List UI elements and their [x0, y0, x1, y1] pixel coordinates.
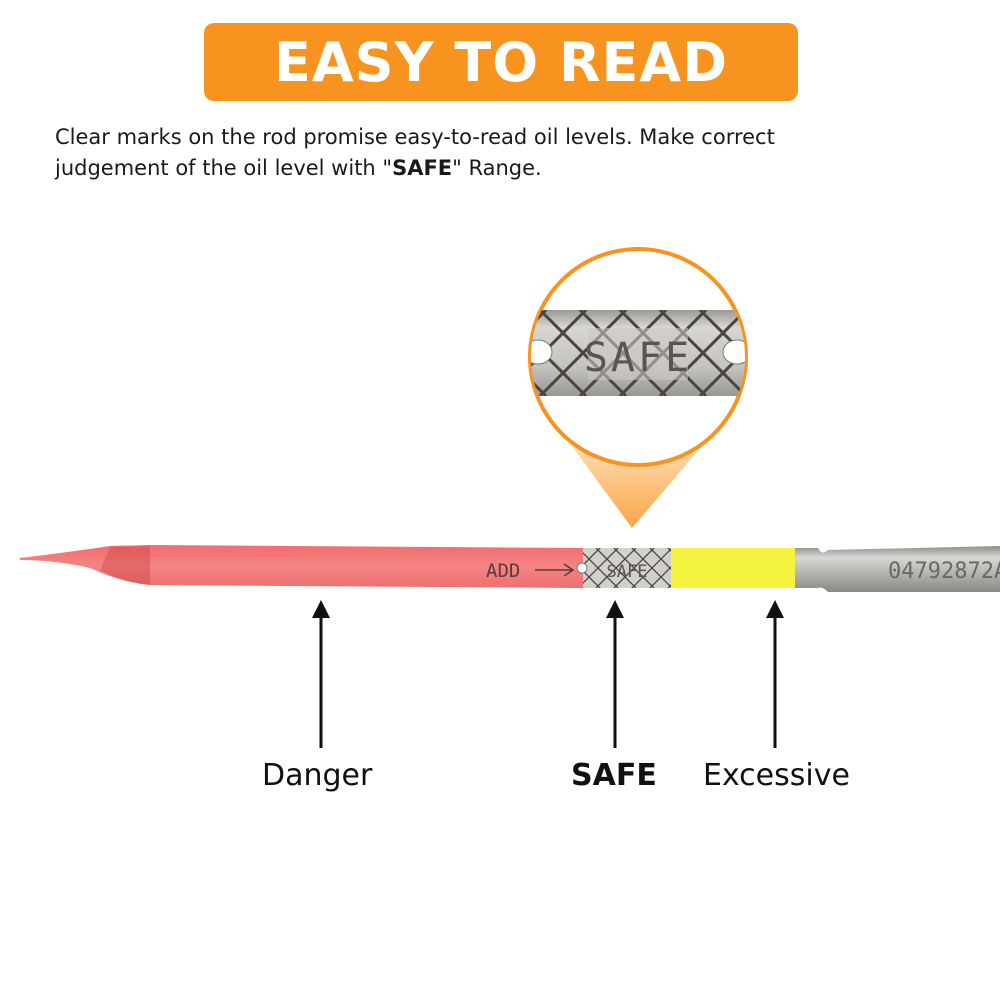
- zoom-safe-text: SAFE: [584, 335, 692, 381]
- description-safe-bold: SAFE: [392, 156, 453, 180]
- description-line-2-suffix: " Range.: [452, 156, 542, 180]
- safe-zoom-magnifier: SAFE: [528, 247, 748, 467]
- danger-zone: [20, 545, 583, 588]
- banner-title: EASY TO READ: [273, 30, 729, 94]
- description-text: Clear marks on the rod promise easy-to-r…: [55, 122, 955, 184]
- excessive-zone: [671, 548, 795, 588]
- safe-arrow: [606, 600, 624, 748]
- danger-arrow: [312, 600, 330, 748]
- description-line-2-prefix: judgement of the oil level with ": [55, 156, 393, 180]
- add-arrow: [535, 563, 575, 577]
- part-number: 04792872A: [888, 559, 1000, 584]
- safe-mark: SAFE: [607, 562, 648, 582]
- excessive-arrow: [766, 600, 784, 748]
- safe-label: SAFE: [571, 758, 657, 793]
- dipstick-rod: ADD SAFE 04792872A: [20, 545, 1000, 592]
- add-mark: ADD: [486, 560, 520, 582]
- title-banner: EASY TO READ: [204, 23, 798, 101]
- excessive-label: Excessive: [703, 758, 850, 793]
- metal-section: [795, 546, 1000, 592]
- description-line-1: Clear marks on the rod promise easy-to-r…: [55, 125, 775, 149]
- danger-label: Danger: [262, 758, 373, 793]
